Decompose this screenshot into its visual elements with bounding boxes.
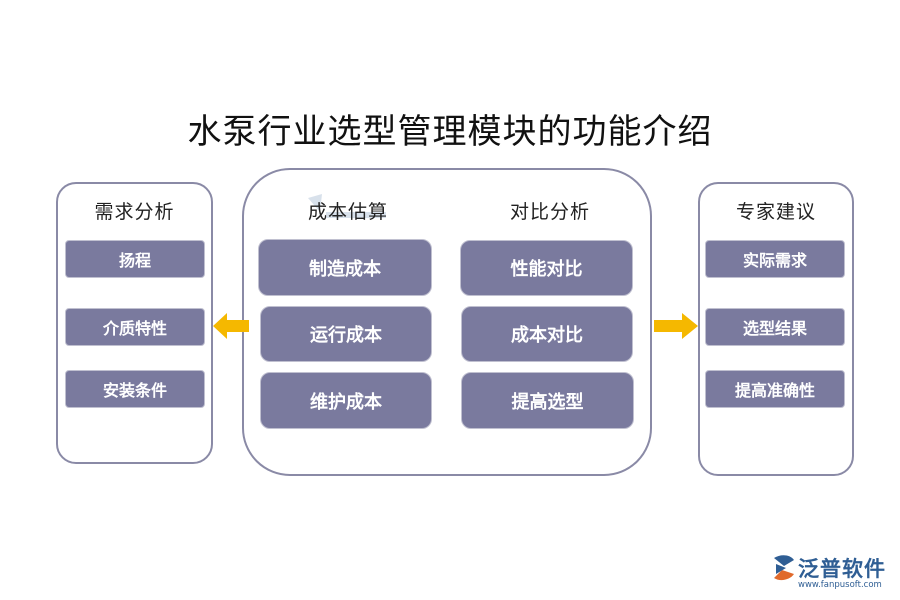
cost-estimate-heading: 成本估算 <box>307 201 388 223</box>
cost-item: 制造成本 <box>258 239 432 296</box>
requirements-heading: 需求分析 <box>94 201 175 223</box>
comparison-item: 成本对比 <box>461 306 633 362</box>
comparison-item: 提高选型 <box>461 372 634 429</box>
right-arrow-icon <box>654 313 698 339</box>
comparison-heading: 对比分析 <box>509 201 590 223</box>
expert-advice-heading: 专家建议 <box>735 201 816 223</box>
watermark-logo-icon <box>308 194 386 218</box>
cost-item: 运行成本 <box>260 306 432 362</box>
diagram-title: 水泵行业选型管理模块的功能介绍 <box>187 112 713 152</box>
left-arrow-icon <box>213 313 249 339</box>
fanpu-logo-icon <box>774 555 794 581</box>
advice-item: 提高准确性 <box>705 370 845 408</box>
advice-item: 实际需求 <box>705 240 845 278</box>
requirement-item: 介质特性 <box>65 308 205 346</box>
advice-item: 选型结果 <box>705 308 845 346</box>
comparison-item: 性能对比 <box>460 240 633 296</box>
logo-name: 泛普软件 <box>798 557 886 581</box>
cost-item: 维护成本 <box>260 372 432 429</box>
requirement-item: 扬程 <box>65 240 205 278</box>
logo-url: www.fanpusoft.com <box>798 580 882 590</box>
requirement-item: 安装条件 <box>65 370 205 408</box>
